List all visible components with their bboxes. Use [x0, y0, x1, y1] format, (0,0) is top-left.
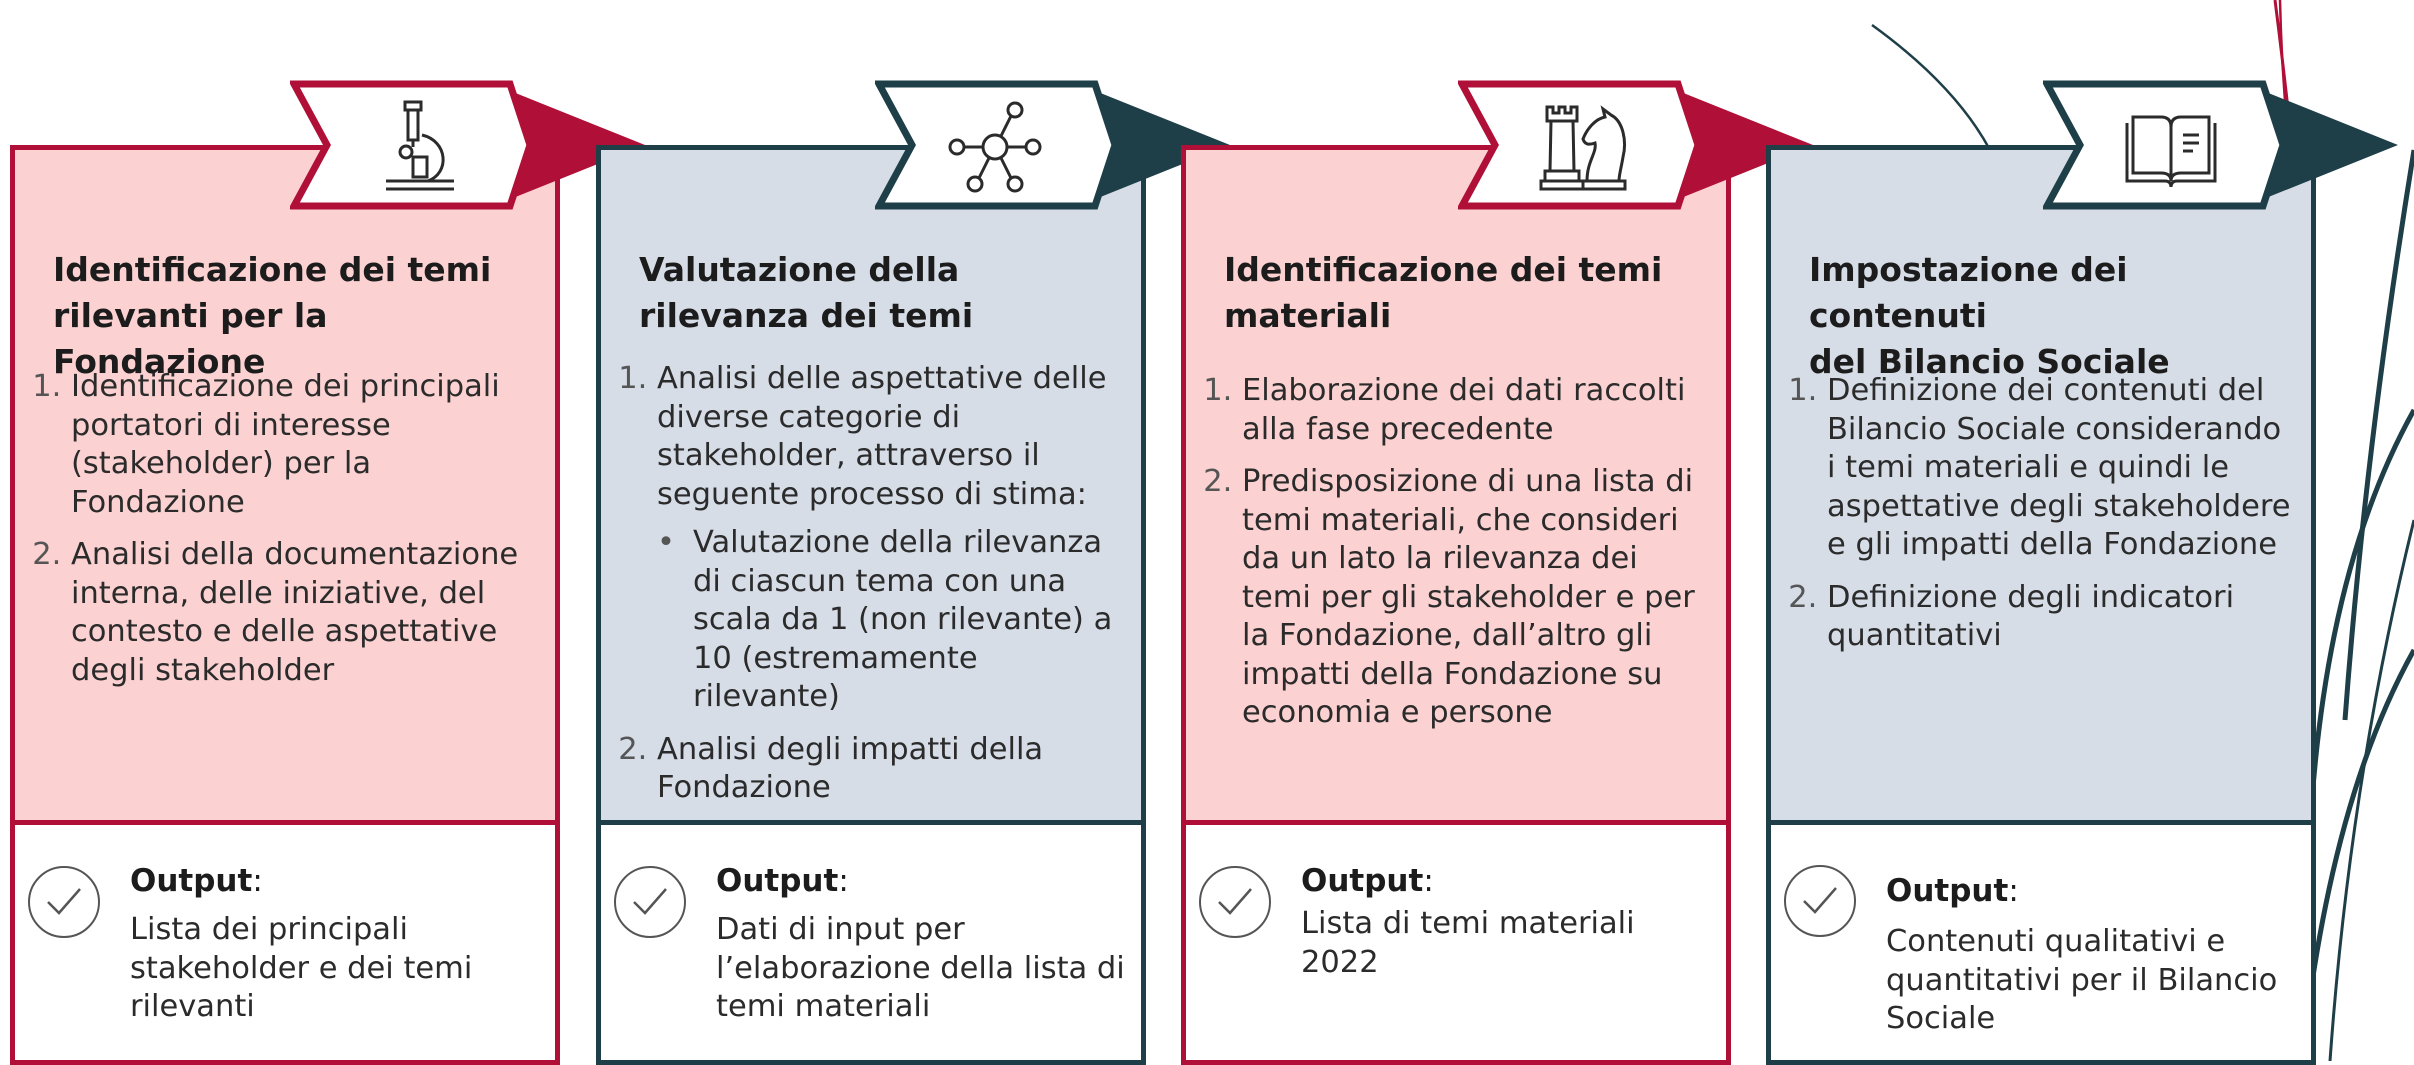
checkmark-icon — [614, 866, 686, 938]
output-label: Output: — [130, 863, 263, 899]
step-1-item-1: Identificazione dei principali portatori… — [71, 368, 535, 522]
step-4-output-text: Contenuti qualitativi e quantitativi per… — [1886, 924, 2278, 1036]
microscope-icon — [370, 97, 470, 197]
step-1-output-box: Output: Lista dei principali stakeholder… — [10, 825, 560, 1065]
step-2-subitem: Valutazione della rilevanza di ciascun t… — [657, 524, 1121, 717]
checkmark-icon — [28, 866, 100, 938]
book-icon — [2121, 97, 2221, 197]
step-2-item-2: Analisi degli impatti della Fondazione — [657, 731, 1121, 808]
network-icon — [945, 97, 1045, 197]
step-3-tag — [1458, 80, 1818, 210]
step-4-item-2: Definizione degli indicatori quantitativ… — [1827, 579, 2291, 656]
chess-icon — [1533, 97, 1633, 197]
step-1-item-2: Analisi della documentazione interna, de… — [71, 536, 535, 690]
output-label: Output: — [1886, 873, 2019, 909]
step-2-list: Analisi delle aspettative delle diverse … — [601, 360, 1121, 822]
step-2-item-1-text: Analisi delle aspettative delle diverse … — [657, 361, 1107, 512]
step-2-output-box: Output: Dati di input per l’elaborazione… — [596, 825, 1146, 1065]
checkmark-icon — [1784, 865, 1856, 937]
step-1-list: Identificazione dei principali portatori… — [15, 368, 535, 704]
step-3-output-box: Output: Lista di temi materiali 2022 — [1181, 825, 1731, 1065]
step-4-output-box: Output: Contenuti qualitativi e quantita… — [1766, 825, 2316, 1065]
output-label: Output: — [716, 863, 849, 899]
step-4-tag — [2043, 80, 2403, 210]
step-3-item-2: Predisposizione di una lista di temi mat… — [1242, 463, 1706, 733]
step-3-output-text: Lista di temi materiali 2022 — [1301, 906, 1635, 980]
step-2-tag — [875, 80, 1235, 210]
checkmark-icon — [1199, 866, 1271, 938]
step-2-sublist: Valutazione della rilevanza di ciascun t… — [657, 524, 1121, 717]
step-1-tag — [290, 80, 650, 210]
step-4-item-1: Definizione dei contenuti del Bilancio S… — [1827, 372, 2291, 565]
output-label: Output: — [1301, 863, 1434, 899]
step-2-output-text: Dati di input per l’elaborazione della l… — [716, 912, 1125, 1024]
step-2-item-1: Analisi delle aspettative delle diverse … — [657, 360, 1121, 717]
step-3-list: Elaborazione dei dati raccolti alla fase… — [1186, 372, 1706, 747]
step-3-item-1: Elaborazione dei dati raccolti alla fase… — [1242, 372, 1706, 449]
step-4-list: Definizione dei contenuti del Bilancio S… — [1771, 372, 2291, 670]
step-1-output-text: Lista dei principali stakeholder e dei t… — [130, 912, 473, 1024]
